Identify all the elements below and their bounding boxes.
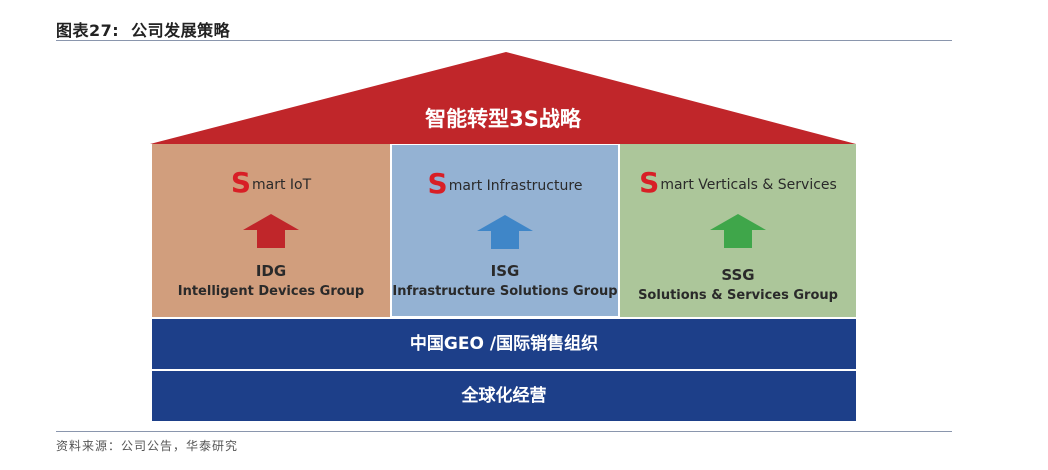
band-global-operations: 全球化经营: [152, 371, 856, 421]
pillar-full-name: Infrastructure Solutions Group: [392, 284, 618, 299]
roof-shape: [150, 52, 856, 144]
up-arrow-icon: [243, 214, 299, 248]
up-arrow-icon: [477, 215, 533, 249]
pillar-smart-infrastructure: Smart Infrastructure ISG Infrastructure …: [391, 144, 619, 317]
pillar-heading-text: mart IoT: [252, 177, 312, 193]
figure-label: 图表27:: [56, 21, 120, 40]
up-arrow-icon: [710, 214, 766, 248]
top-divider: [56, 40, 952, 41]
bottom-divider: [56, 431, 952, 432]
pillar-heading: Smart Infrastructure: [392, 167, 618, 200]
roof-label: 智能转型3S战略: [425, 107, 581, 131]
pillar-full-name: Intelligent Devices Group: [177, 284, 365, 299]
figure-title: 图表27: 公司发展策略: [56, 17, 230, 41]
pillar-initial: S: [427, 167, 448, 200]
figure-caption: 公司发展策略: [131, 21, 231, 40]
pillar-full-name: Solutions & Services Group: [638, 288, 838, 303]
pillar-initial: S: [639, 166, 660, 199]
source-note: 资料来源：公司公告，华泰研究: [56, 439, 239, 453]
roof-triangle: [150, 52, 856, 144]
pillar-initial: S: [230, 166, 251, 199]
pillar-abbr: SSG: [721, 266, 755, 284]
pillar-heading: Smart IoT: [152, 166, 390, 199]
pillar-abbr: IDG: [255, 262, 287, 280]
pillar-heading-text: mart Verticals & Services: [660, 177, 837, 193]
pillar-heading-text: mart Infrastructure: [448, 178, 583, 194]
pillar-smart-verticals-services: Smart Verticals & Services SSG Solutions…: [620, 144, 856, 317]
pillar-heading: Smart Verticals & Services: [620, 166, 856, 199]
pillar-smart-iot: Smart IoT IDG Intelligent Devices Group: [152, 144, 390, 317]
band-china-geo-intl-sales: 中国GEO /国际销售组织: [152, 319, 856, 369]
pillar-abbr: ISG: [490, 262, 520, 280]
